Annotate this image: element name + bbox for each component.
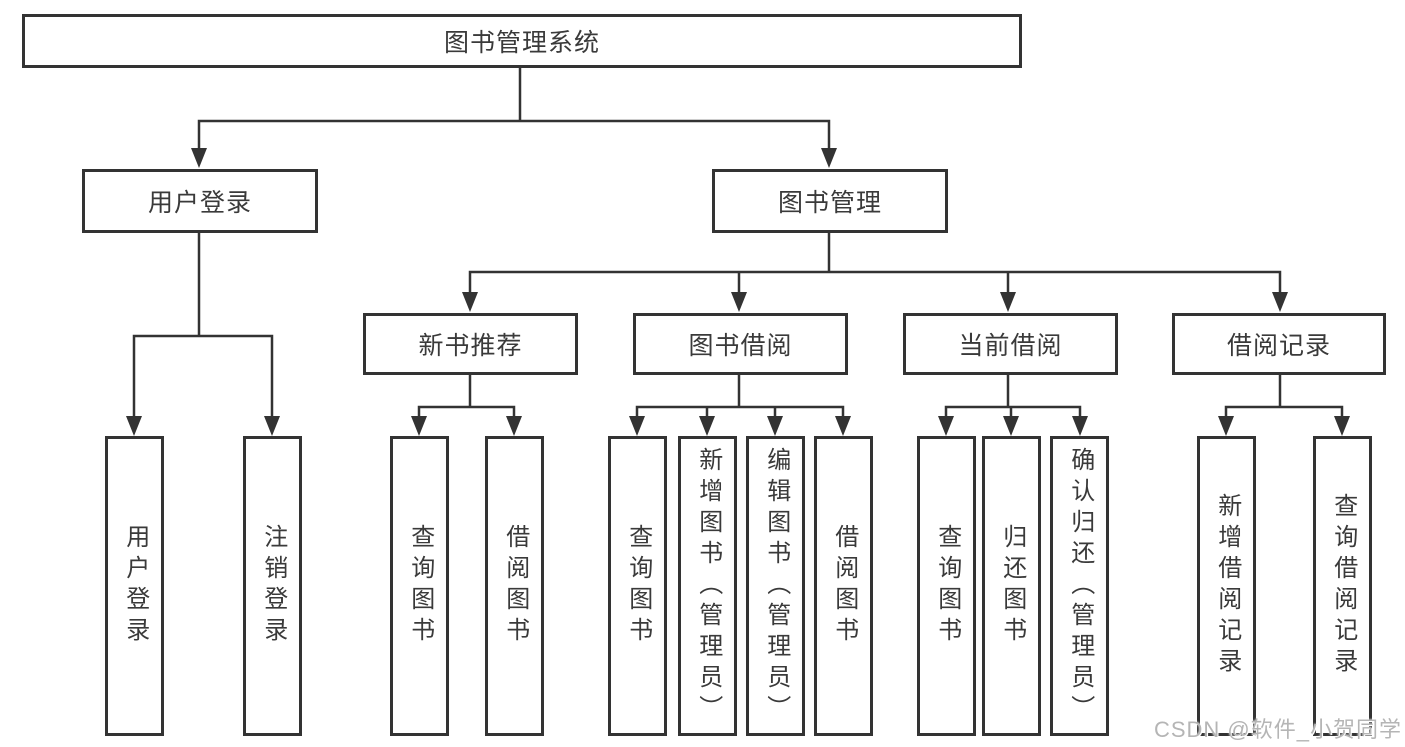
leaf-query-borrow-record: 查询借阅记录 (1313, 436, 1372, 736)
leaf-query-books-recommend: 查询图书 (390, 436, 449, 736)
node-book-borrowing: 图书借阅 (633, 313, 848, 375)
node-borrowing-records: 借阅记录 (1172, 313, 1386, 375)
node-user-login: 用户登录 (82, 169, 318, 233)
node-new-book-recommendation: 新书推荐 (363, 313, 578, 375)
leaf-add-book-admin: 新增图书（管理员） (678, 436, 737, 736)
leaf-query-books-borrow: 查询图书 (608, 436, 667, 736)
leaf-borrow-books-borrow: 借阅图书 (814, 436, 873, 736)
node-library-management-system: 图书管理系统 (22, 14, 1022, 68)
leaf-query-books-current: 查询图书 (917, 436, 976, 736)
leaf-edit-book-admin: 编辑图书（管理员） (746, 436, 805, 736)
node-book-management: 图书管理 (712, 169, 948, 233)
leaf-logout: 注销登录 (243, 436, 302, 736)
leaf-add-borrow-record: 新增借阅记录 (1197, 436, 1256, 736)
arrowheads (126, 148, 1350, 436)
leaf-return-books: 归还图书 (982, 436, 1041, 736)
leaf-borrow-books-recommend: 借阅图书 (485, 436, 544, 736)
leaf-confirm-return-admin: 确认归还（管理员） (1050, 436, 1109, 736)
leaf-user-login: 用户登录 (105, 436, 164, 736)
node-current-borrowing: 当前借阅 (903, 313, 1118, 375)
csdn-watermark: CSDN @软件_小贺同学 (1153, 717, 1402, 742)
